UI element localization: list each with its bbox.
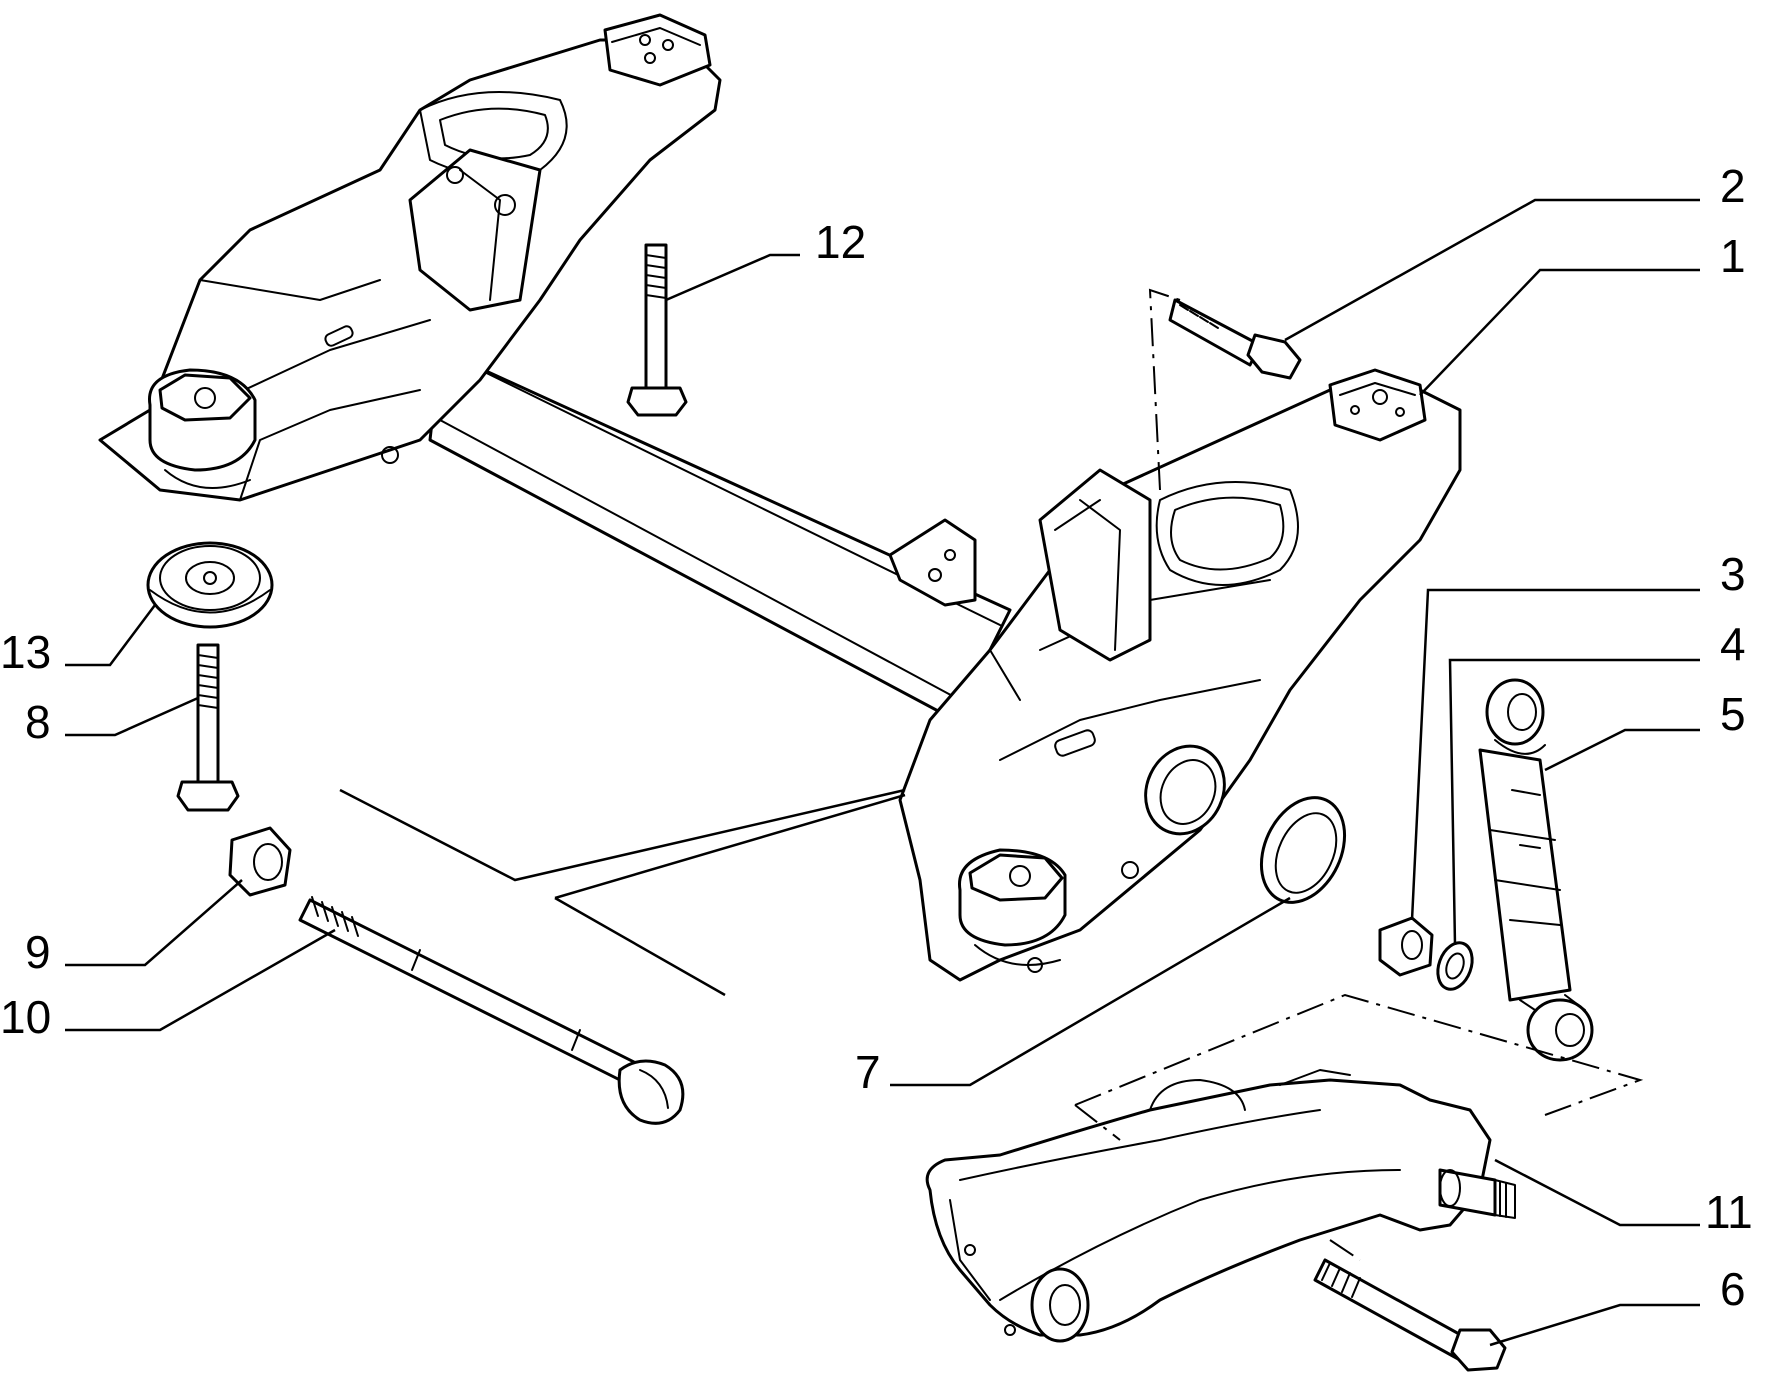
nut-part-9	[228, 826, 292, 897]
shock-absorber-part-5	[1478, 678, 1594, 1062]
callout-1: 1	[1720, 230, 1746, 282]
callout-12: 12	[815, 216, 866, 268]
axle-right-trailing-arm	[888, 368, 1462, 982]
callout-2: 2	[1720, 160, 1746, 212]
lower-control-arm	[925, 1069, 1516, 1343]
bolt-part-12	[626, 243, 688, 417]
rubber-mount-pad-part-13	[146, 541, 274, 629]
callout-5: 5	[1720, 688, 1746, 740]
reference-lines	[339, 788, 906, 997]
assembly-centerlines	[1074, 288, 1644, 1261]
axle-left-trailing-arm	[98, 13, 722, 502]
callout-6: 6	[1720, 1263, 1746, 1315]
long-bolt-part-10	[298, 896, 685, 1125]
callout-8: 8	[25, 696, 51, 748]
bolt-part-6	[1313, 1258, 1507, 1372]
washer-part-4	[1436, 941, 1474, 991]
bolt-part-8	[176, 643, 240, 812]
callout-13: 13	[0, 626, 51, 678]
callout-11: 11	[1705, 1186, 1753, 1238]
callout-4: 4	[1720, 618, 1746, 670]
callout-7: 7	[855, 1046, 881, 1098]
callout-9: 9	[25, 926, 51, 978]
callout-10: 10	[0, 991, 51, 1043]
bolt-part-2	[1168, 298, 1302, 380]
callout-3: 3	[1720, 548, 1746, 600]
nut-part-3	[1378, 916, 1434, 977]
bushing-ring-part-7	[1259, 796, 1347, 904]
callout-leaders	[65, 198, 1700, 1347]
